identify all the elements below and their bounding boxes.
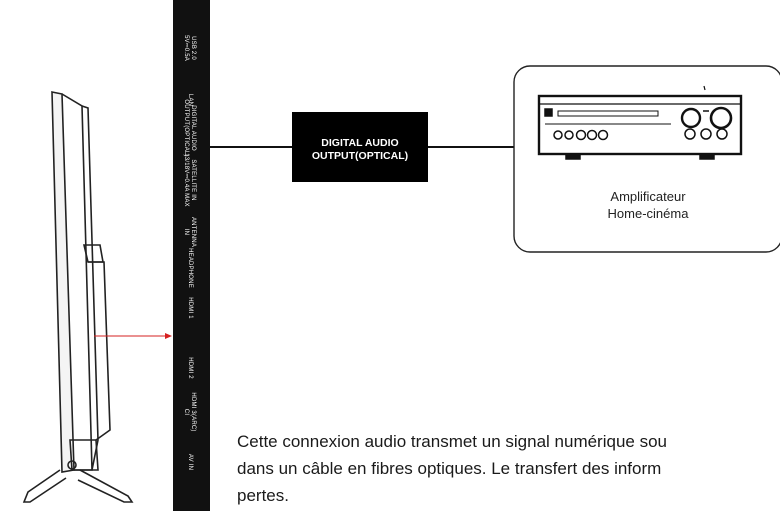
connector-panel (173, 0, 210, 511)
amplifier-card: Amplificateur Home-cinéma (513, 65, 780, 253)
port-satellite-sublabel: 13/18V⎓0.4A MAX (183, 153, 189, 207)
port-usb-label: USB 2.0 (190, 36, 196, 60)
port-antenna-sublabel: IN (183, 229, 189, 235)
port-hdmi1: HDMI 1 (187, 297, 193, 319)
digital-audio-label-box: DIGITAL AUDIO OUTPUT(OPTICAL) (292, 112, 428, 182)
port-av-in-label: AV IN (187, 454, 193, 470)
port-hdmi3-sublabel: CI (183, 409, 189, 416)
port-digital-audio-label: DIGITAL AUDIO (190, 105, 196, 151)
amplifier-icon (537, 85, 743, 160)
port-hdmi3-label: HDMI 3(ARC) (190, 392, 196, 431)
port-satellite-label: SATELLITE IN (190, 159, 196, 200)
connection-description: Cette connexion audio transmet un signal… (237, 428, 780, 509)
port-hdmi2-label: HDMI 2 (187, 357, 193, 379)
description-line-2: dans un câble en fibres optiques. Le tra… (237, 459, 662, 478)
port-hdmi3: HDMI 3(ARC)CI (183, 392, 196, 431)
port-lan: LAN (187, 94, 193, 106)
port-usb: USB 2.05V⎓0.5A (183, 35, 196, 61)
tv-side-view (22, 91, 134, 503)
description-line-1: Cette connexion audio transmet un signal… (237, 432, 667, 451)
device-name-line1: Amplificateur (610, 189, 686, 204)
cable-label-line1: DIGITAL AUDIO (321, 137, 398, 149)
description-line-3: pertes. (237, 486, 289, 505)
port-hdmi2: HDMI 2 (187, 357, 193, 379)
cable-label-line2: OUTPUT(OPTICAL) (312, 150, 408, 162)
port-headphone: HEADPHONE (187, 248, 193, 288)
port-lan-label: LAN (187, 94, 193, 106)
port-usb-sublabel: 5V⎓0.5A (183, 35, 189, 61)
panel-indicator-arrow (94, 333, 172, 339)
port-headphone-label: HEADPHONE (187, 248, 193, 288)
port-antenna-label: ANTENNA (190, 217, 196, 247)
port-digital-audio-sublabel: OUTPUT(OPTICAL) (183, 99, 189, 156)
device-name-line2: Home-cinéma (608, 206, 690, 221)
port-hdmi1-label: HDMI 1 (187, 297, 193, 319)
port-av-in: AV IN (187, 454, 193, 470)
